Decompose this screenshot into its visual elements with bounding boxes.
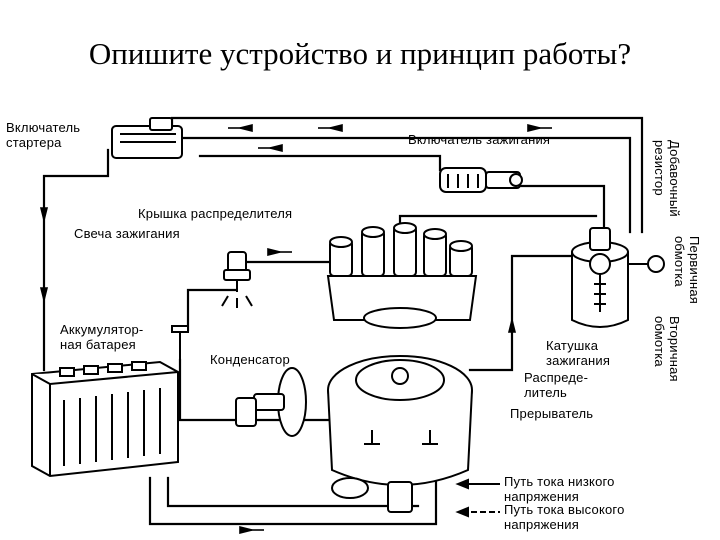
condenser [171, 325, 438, 445]
label-starter-switch: Включатель стартера [6, 120, 81, 150]
battery [31, 360, 179, 478]
starter-switch [111, 117, 183, 159]
ignition-switch [439, 167, 523, 193]
distributor-body [327, 355, 473, 513]
wire-ground [148, 468, 438, 526]
spark-plug [221, 251, 253, 308]
vacuum-advance [235, 367, 307, 437]
label-primary-winding: Первичная обмотка [672, 236, 702, 304]
wire-plug-down [186, 288, 238, 332]
label-ignition-coil: Катушка зажигания [546, 338, 611, 368]
label-distributor-cap: Крышка распределителя [138, 206, 293, 221]
wire-switch-out [518, 184, 606, 234]
arrows [39, 123, 552, 535]
ignition-coil [571, 227, 665, 328]
legend-arrows [455, 478, 500, 518]
label-condenser: Конденсатор [210, 352, 290, 367]
wire-top-inner [180, 136, 632, 234]
label-resistor: Добавочный резистор [652, 140, 682, 217]
label-breaker: Прерыватель [510, 406, 594, 421]
label-secondary-winding: Вторичная обмотка [652, 316, 682, 382]
wire-switch [198, 154, 442, 172]
wiring [42, 116, 644, 526]
legend-low-voltage: Путь тока низкого напряжения [504, 474, 615, 504]
legend-high-voltage: Путь тока высокого напряжения [504, 502, 625, 532]
label-battery: Аккумулятор- ная батарея [60, 322, 144, 352]
wire-battery-up [42, 148, 110, 372]
slide-title: Опишите устройство и принцип работы? [88, 36, 632, 71]
label-distributor: Распреде- литель [524, 370, 589, 400]
label-spark-plug: Свеча зажигания [74, 226, 180, 241]
distributor-cap [326, 222, 478, 329]
wire-ground-2 [166, 476, 420, 508]
label-ignition-switch: Включатель зажигания [408, 132, 551, 147]
